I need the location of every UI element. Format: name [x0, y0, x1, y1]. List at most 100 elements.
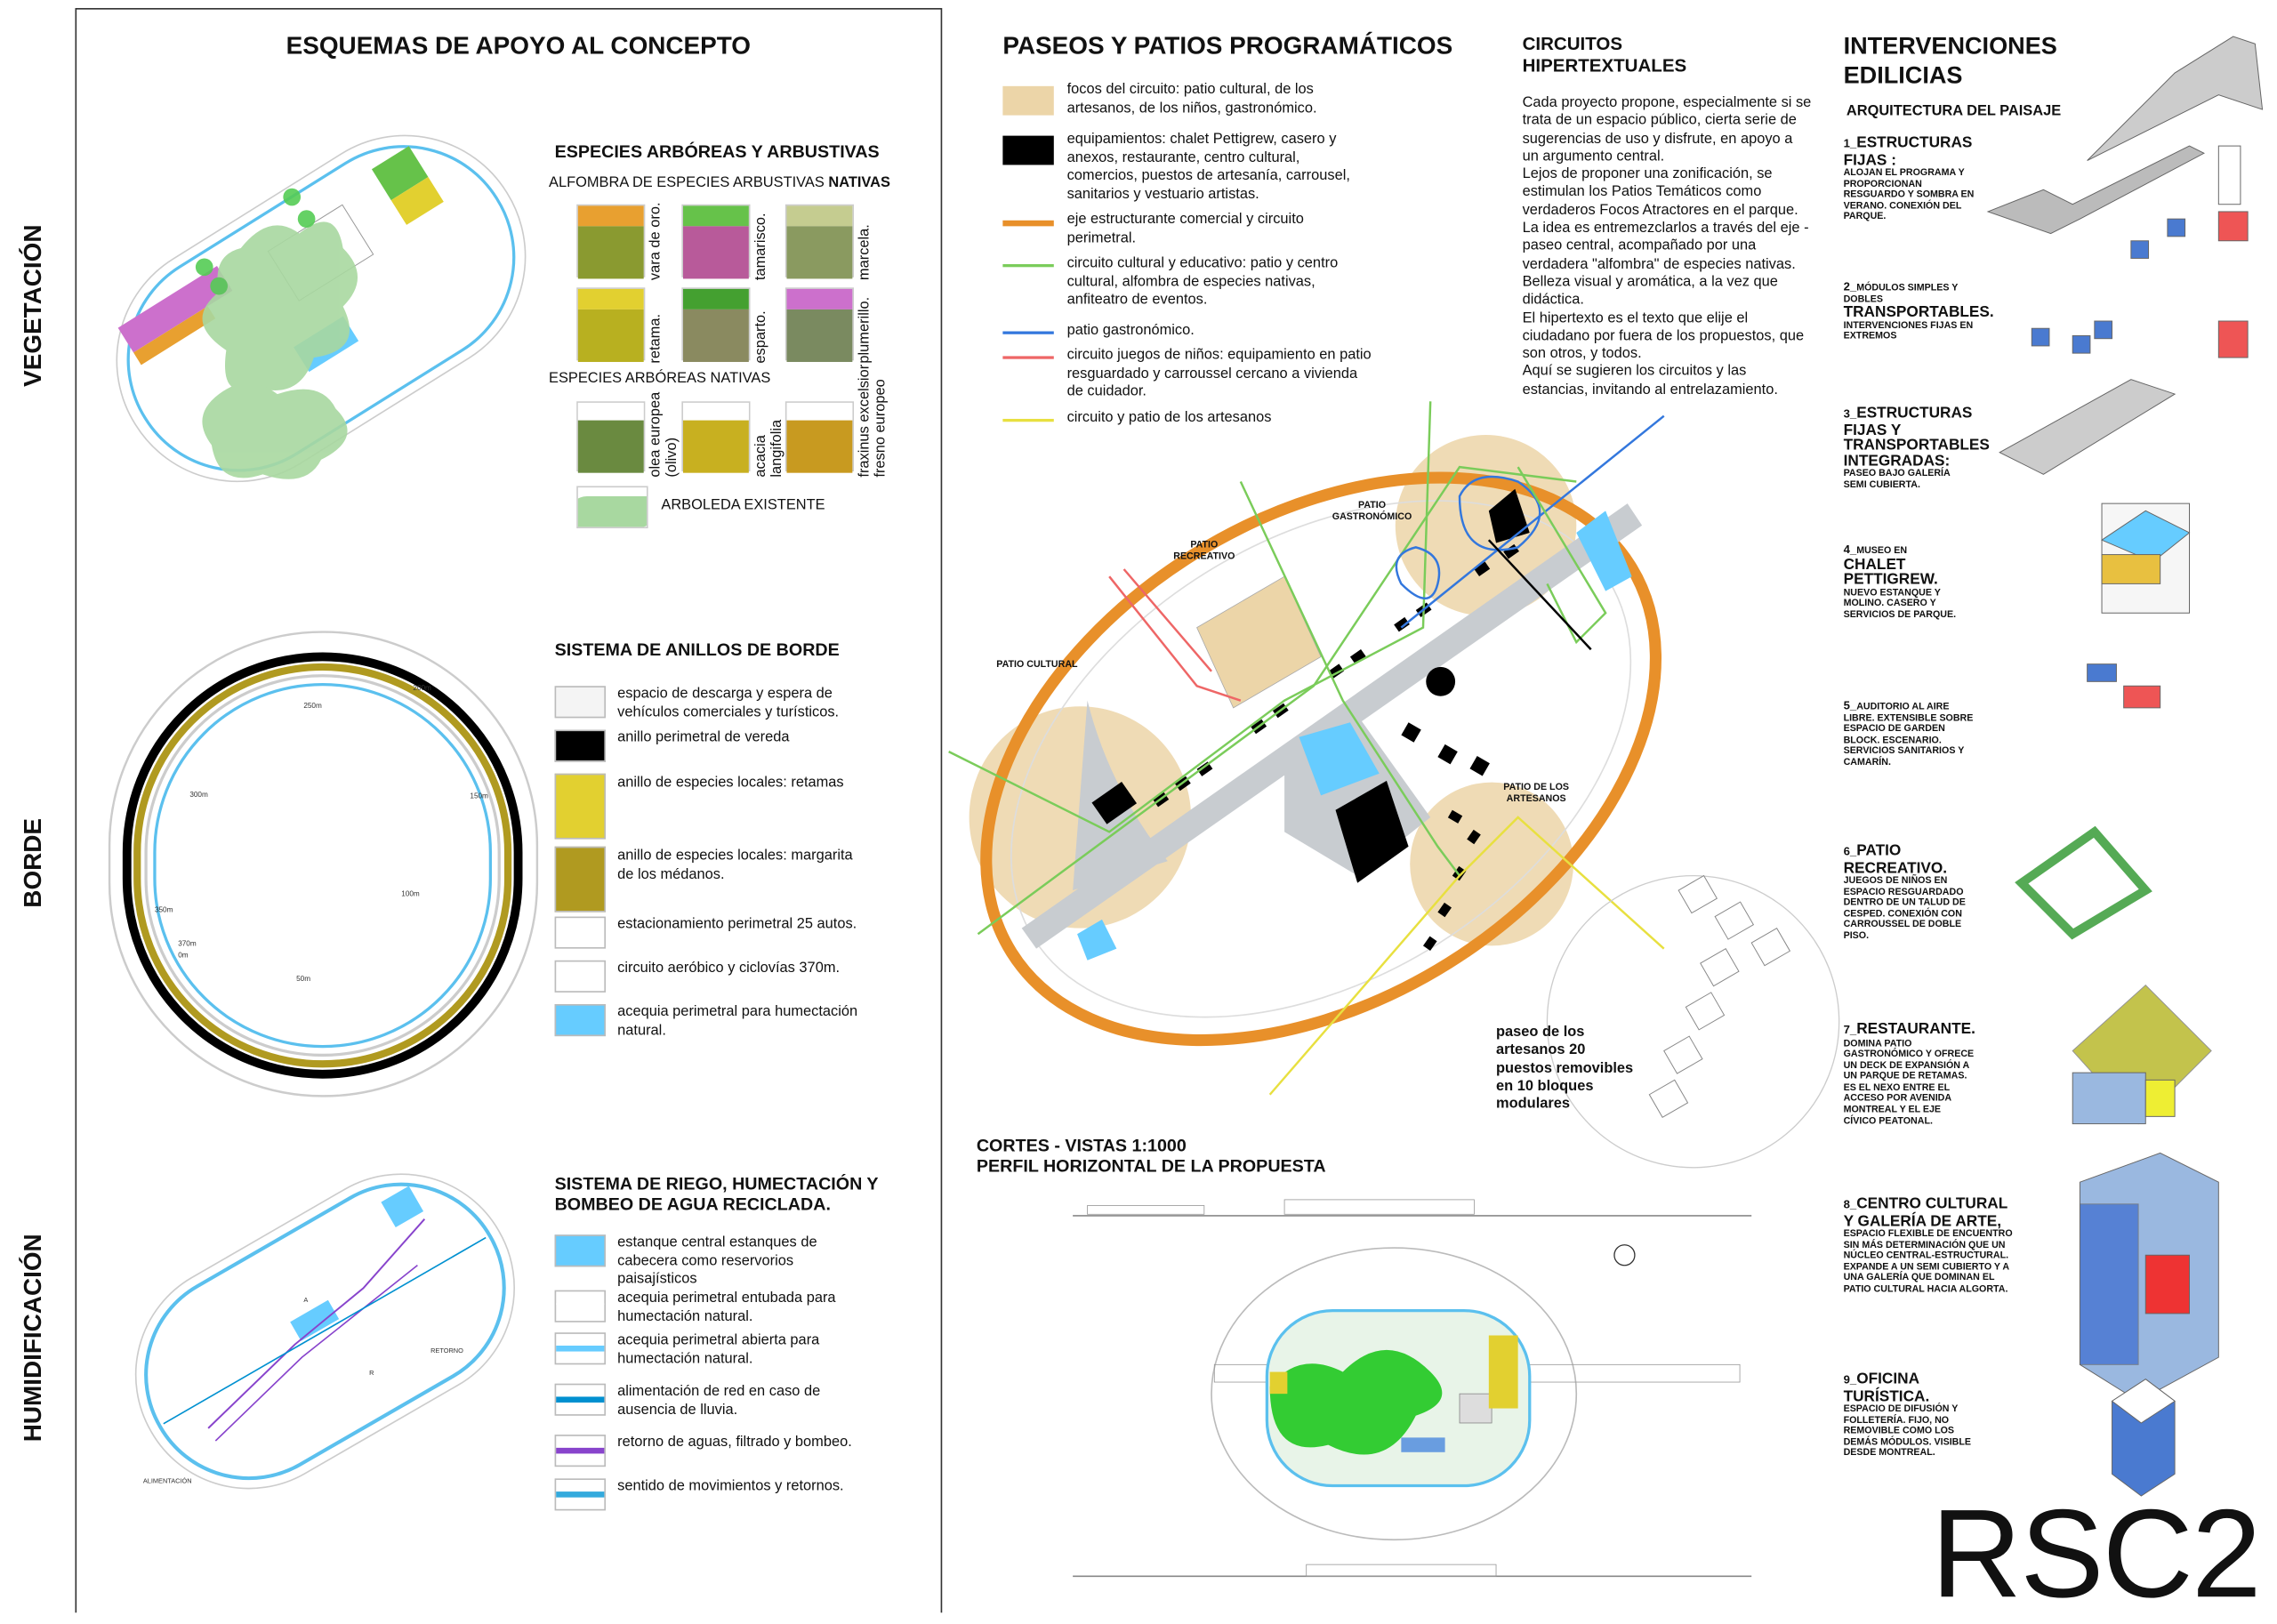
item-pre: MUSEO EN — [1856, 545, 1908, 557]
item-title: 8_CENTRO CULTURAL Y GALERÍA DE ARTE, — [1844, 1196, 2019, 1229]
irrigation-legend-label: acequia perimetral entubada para humecta… — [617, 1290, 836, 1325]
item-number: 1_ — [1843, 137, 1857, 151]
shrub-name: vara de oro. — [648, 202, 664, 281]
irrigation-legend-swatch — [554, 1332, 607, 1365]
dist-label: 100m — [401, 890, 420, 898]
map-label: A — [303, 1296, 308, 1304]
species-heading: ESPECIES ARBÓREAS Y ARBUSTIVAS — [554, 141, 880, 163]
tree-photo — [682, 420, 749, 473]
item-title-text: OFICINA TURÍSTICA. — [1843, 1370, 1930, 1405]
border-rings-plan: 200m 250m 300m 150m 350m 100m 370m 0m 50… — [108, 631, 539, 1097]
line-sample — [556, 1346, 605, 1352]
irrigation-plan — [134, 1173, 515, 1490]
shrub-name: plumerillo. — [857, 296, 873, 364]
paseos-legend-line — [1002, 264, 1054, 267]
patio-label: PATIO GASTRONÓMICO — [1332, 500, 1412, 523]
shrub-photo — [577, 226, 644, 279]
paragraph: La idea es entremezclarlos a través del … — [1522, 220, 1809, 309]
item-text: ALOJAN EL PROGRAMA Y PROPORCIONAN RESGUA… — [1843, 167, 1975, 223]
irrigation-legend-label: acequia perimetral abierta para humectac… — [617, 1332, 820, 1367]
shrub-photo — [682, 226, 749, 279]
paseos-legend-label: focos del circuito: patio cultural, de l… — [1066, 81, 1317, 117]
paseos-legend-label: patio gastronómico. — [1066, 322, 1195, 339]
intervencion-item: 9_OFICINA TURÍSTICA.ESPACIO DE DIFUSIÓN … — [1843, 1370, 1975, 1459]
tree-name-line: (olivo) — [664, 437, 680, 478]
tree-swatch — [576, 401, 646, 473]
shrub-name: marcela. — [857, 224, 873, 281]
border-legend-swatch — [554, 773, 607, 840]
dist-label: 50m — [296, 975, 310, 983]
item-pre: AUDITORIO AL AIRE LIBRE. EXTENSIBLE SOBR… — [1843, 702, 1974, 768]
side-label-humidificacion: HUMIDIFICACIÓN — [19, 1234, 47, 1443]
tree-name-line: acacia — [752, 435, 769, 478]
tree-name-line: fresno europeo — [873, 379, 889, 478]
border-legend-swatch — [554, 729, 607, 762]
intervencion-item: 1_ESTRUCTURAS FIJAS :ALOJAN EL PROGRAMA … — [1843, 133, 1975, 223]
color-bar — [577, 288, 644, 310]
border-legend-label: anillo perimetral de vereda — [617, 729, 790, 746]
irrigation-legend-label: estanque central estanques de cabecera c… — [617, 1234, 817, 1288]
item-number: 9_ — [1843, 1373, 1857, 1387]
shrub-swatch — [784, 287, 854, 362]
intervenciones-title: INTERVENCIONES EDILICIAS — [1843, 33, 2057, 90]
item-title-text: RESTAURANTE. — [1856, 1020, 1975, 1038]
irrigation-legend-swatch — [554, 1478, 607, 1511]
item-title: 3_ESTRUCTURAS FIJAS Y TRANSPORTABLES INT… — [1844, 406, 1990, 469]
item-title: 1_ESTRUCTURAS FIJAS : — [1843, 133, 1975, 169]
cortes-line1: CORTES - VISTAS 1:1000 — [976, 1135, 1187, 1156]
dist-label: 300m — [189, 791, 208, 799]
item-text: ESPACIO DE DIFUSIÓN Y FOLLETERÍA. FIJO, … — [1843, 1403, 1972, 1459]
tree-heading: ESPECIES ARBÓREAS NATIVAS — [549, 370, 771, 387]
tree-name: olea europea(olivo) — [648, 392, 680, 478]
item-title-text: ESTRUCTURAS FIJAS : — [1843, 133, 1973, 169]
shrub-name: tamarisco. — [752, 213, 769, 281]
irrigation-legend-label: sentido de movimientos y retornos. — [617, 1478, 844, 1495]
paseos-legend-label: circuito y patio de los artesanos — [1066, 410, 1272, 427]
paragraph: Lejos de proponer una zonificación, se e… — [1522, 166, 1798, 219]
item-title: 9_OFICINA TURÍSTICA. — [1843, 1370, 1975, 1405]
color-bar — [682, 288, 749, 310]
tree-symbol — [786, 402, 853, 421]
item-text: PASEO BAJO GALERÍA SEMI CUBIERTA. — [1843, 468, 1951, 490]
isometric-drawings — [1986, 36, 2264, 1497]
shrub-heading-text: ALFOMBRA DE ESPECIES ARBUSTIVAS — [549, 174, 825, 191]
shrub-name: esparto. — [752, 310, 769, 364]
dist-label: 250m — [303, 702, 322, 710]
dist-label: 370m — [178, 939, 197, 947]
cortes-title: CORTES - VISTAS 1:1000 PERFIL HORIZONTAL… — [977, 1136, 1326, 1177]
paragraph: Aquí se sugieren los circuitos y las est… — [1522, 364, 1778, 398]
border-heading: SISTEMA DE ANILLOS DE BORDE — [554, 639, 840, 660]
paragraph: El hipertexto es el texto que elije el c… — [1522, 310, 1805, 363]
tree-swatch — [681, 401, 751, 473]
color-bar — [786, 288, 853, 310]
paseos-legend-line — [1002, 418, 1054, 422]
paseos-legend-line — [1002, 331, 1054, 334]
side-label-borde: BORDE — [19, 817, 47, 908]
shrub-swatch — [784, 204, 854, 279]
paseos-legend-swatch — [1002, 135, 1054, 165]
intervencion-item: 5_AUDITORIO AL AIRE LIBRE. EXTENSIBLE SO… — [1843, 700, 1975, 768]
shrub-heading: ALFOMBRA DE ESPECIES ARBUSTIVAS NATIVAS — [549, 175, 890, 191]
patio-label: PATIO RECREATIVO — [1173, 540, 1235, 562]
item-title: CHALET PETTIGREW. — [1843, 555, 1938, 589]
item-text: DOMINA PATIO GASTRONÓMICO Y OFRECE UN DE… — [1843, 1038, 1975, 1127]
shrub-photo — [577, 309, 644, 362]
item-text: ESPACIO FLEXIBLE DE ENCUENTRO SIN MÁS DE… — [1843, 1228, 2013, 1295]
side-label-vegetacion: VEGETACIÓN — [19, 224, 47, 387]
patio-label: PATIO DE LOS ARTESANOS — [1503, 782, 1569, 805]
paseos-legend-swatch — [1002, 85, 1054, 116]
border-legend-swatch — [554, 1004, 607, 1037]
line-sample — [556, 1491, 605, 1498]
color-bar — [786, 205, 853, 227]
tree-name-line: olea europea — [648, 391, 664, 478]
shrub-name: retama. — [648, 313, 664, 364]
tree-name-line: langifolia — [768, 419, 785, 478]
tree-symbol — [682, 402, 749, 421]
item-title-text: PATIO RECREATIVO. — [1843, 841, 1948, 877]
intervencion-item: 6_PATIO RECREATIVO.JUEGOS DE NIÑOS EN ES… — [1844, 843, 1975, 942]
paseos-legend-label: eje estructurante comercial y circuito p… — [1066, 211, 1304, 246]
item-text: NUEVO ESTANQUE Y MOLINO. CASERO Y SERVIC… — [1843, 587, 1957, 621]
